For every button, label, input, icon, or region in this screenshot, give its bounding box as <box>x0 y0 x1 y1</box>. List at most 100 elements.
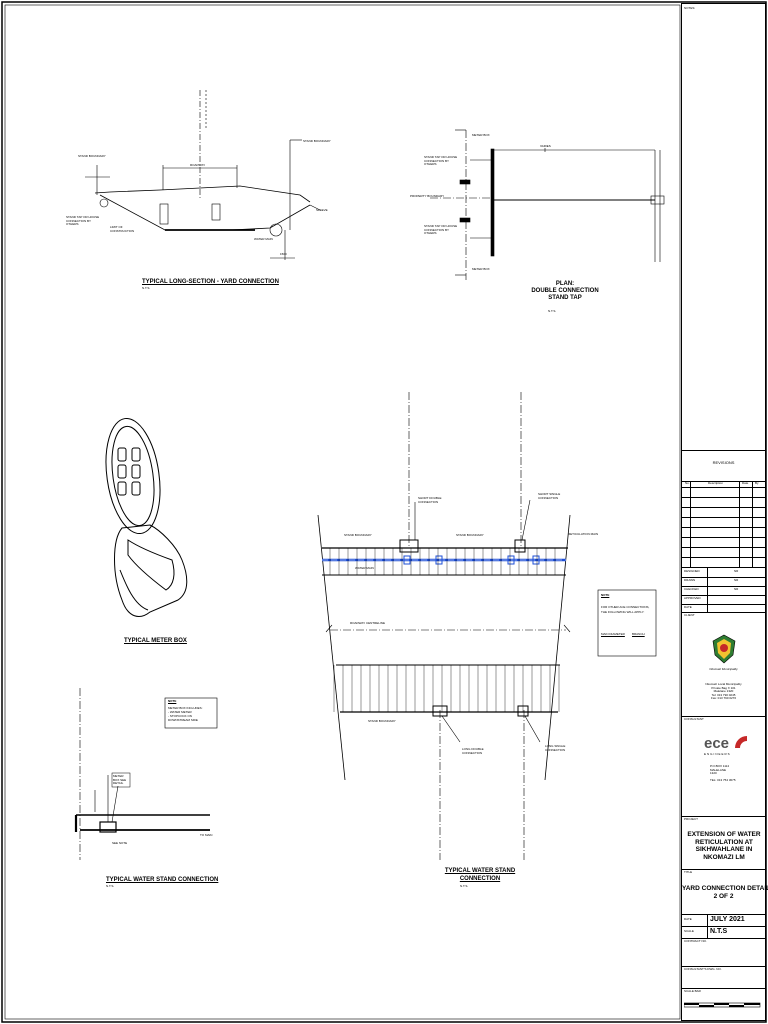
dimension-label: 1500 <box>280 252 287 256</box>
scale-note: N.T.S. <box>142 286 151 290</box>
meter-box-drawing <box>105 417 188 617</box>
water-main-label: WATER MAIN <box>254 237 273 241</box>
revisions-table: REVISIONS No. Description Date By <box>682 450 765 568</box>
address-line: Nkomazi Local Municipality <box>705 682 742 686</box>
scale-label: SCALE <box>684 929 694 933</box>
plan-title-line: DOUBLE CONNECTION <box>531 288 599 294</box>
date-label: DATE <box>684 917 692 921</box>
water-stand-title-line: TYPICAL WATER STAND <box>444 868 516 874</box>
consultant-logo-icon <box>735 736 747 748</box>
municipality-crest-icon <box>712 634 736 664</box>
scale-bar-section: SCALE BAR <box>682 988 765 1020</box>
water-stand-drawing <box>317 392 571 860</box>
road-centreline-label: ROADWAY CENTRELINE <box>350 621 385 625</box>
address-line: Fax: 013 790 0276 <box>710 696 737 700</box>
date-value: JULY 2021 <box>710 916 745 923</box>
revisions-col: Description <box>708 481 724 485</box>
address-line: TEL: 013 754 3075 <box>710 777 736 782</box>
long-single-label: LONG SINGLE CONNECTION <box>545 744 566 752</box>
title-label: TITLE <box>684 870 693 874</box>
revisions-col: Date <box>742 481 749 485</box>
see-note-label: SEE NOTE <box>112 841 128 845</box>
project-title: EXTENSION OF WATER RETICULATION AT SIKHW… <box>687 831 761 861</box>
address-line: Private Bag X 101 <box>711 685 736 690</box>
meter-box-label: METER BOX SEE DETAIL <box>113 774 127 785</box>
revisions-heading: REVISIONS <box>712 460 735 465</box>
drawing-title: YARD CONNECTION DETAILS <box>682 885 768 892</box>
scale-note: N.T.S. <box>460 884 469 888</box>
long-double-label: LONG DOUBLE CONNECTION <box>462 747 484 755</box>
reticulation-main-line <box>322 555 566 565</box>
to-main-label: TO MAIN <box>200 833 213 837</box>
reticulation-main-label: RETICULATION MAIN <box>568 532 599 536</box>
consultant-dwg-label: CONSULTANT'S DWG. NO. <box>684 967 722 971</box>
stand-boundary-hatch <box>329 548 560 712</box>
water-stand-title-line: CONNECTION <box>459 876 501 882</box>
consultant-label: CONSULTANT <box>684 717 704 721</box>
scale-note: N.T.S. <box>106 884 115 888</box>
title-block: NOTES: REVISIONS No. Description Date By… <box>681 3 768 1021</box>
stand-boundary-label: STAND BOUNDARY <box>344 533 372 537</box>
signoff-label: DATE <box>684 605 692 609</box>
stand-boundary-label: STAND BOUNDARY <box>456 533 484 537</box>
client-address: Nkomazi Local Municipality Private Bag X… <box>682 682 765 701</box>
short-double-label: SHORT DOUBLE CONNECTION <box>418 496 442 504</box>
stand-boundary-label: STAND BOUNDARY <box>368 719 396 723</box>
signoff-label: CHECKED <box>684 587 699 591</box>
note-line: METER BOX INCLUDES: <box>168 706 203 710</box>
address-line: Tel: 013 790 0245 <box>711 692 736 697</box>
consultant-address: P.O.BOX 1114 MALELANE 1320 TEL: 013 754 … <box>710 764 736 782</box>
water-stand-connection-title: TYPICAL WATER STAND CONNECTION <box>106 877 219 883</box>
consultant-logo: ece <box>704 735 730 752</box>
note-text: METER BOX INCLUDES: - WATER METER - STOP… <box>168 706 203 722</box>
consultant-section: CONSULTANT ece ENGINEERS P.O.BOX 1114 MA… <box>682 716 765 816</box>
water-stand-title: TYPICAL WATER STAND CONNECTION <box>440 867 520 883</box>
contract-label: CONTRACT NO. <box>684 939 707 943</box>
signoff-value: NR <box>734 569 739 573</box>
plan-double-connection-drawing <box>430 129 665 280</box>
address-line: P.O.BOX 1114 <box>710 764 730 768</box>
revisions-col: By <box>755 481 759 485</box>
revisions-col: No. <box>685 481 690 485</box>
address-line: 1320 <box>710 771 717 775</box>
note-line: DOWNSTREAM SIDE <box>168 718 198 722</box>
client-section: CLIENT Nkomazi Municipality Nkomazi Loca… <box>682 612 765 716</box>
water-main-label: WATER MAIN <box>355 566 374 570</box>
meter-box-label: METER BOX <box>472 133 490 137</box>
note-box-left <box>164 697 218 729</box>
meter-box-title: TYPICAL METER BOX <box>124 638 187 644</box>
stand-tap-label: STAND TAP OR HOUSE CONNECTION BY OTHERS <box>66 215 100 226</box>
note-line: FOR OTHER ACE CONNECTIONS, <box>601 605 650 609</box>
note-heading: NOTE <box>168 699 177 703</box>
note-heading: NOTE <box>601 593 610 597</box>
signoff-label: APPROVED <box>684 596 701 600</box>
roadway-label: ROADWAY <box>190 163 206 167</box>
client-caption: Nkomazi Municipality <box>709 667 738 671</box>
note-left: MAIN DIAMETER <box>601 632 625 636</box>
varies-label: VARIES <box>540 144 551 148</box>
stand-tap-label: STAND TAP OR HOUSE CONNECTION BY OTHERS <box>424 155 458 166</box>
note-line: - WATER METER <box>168 710 192 714</box>
water-stand-connection-drawing <box>74 688 210 860</box>
short-single-label: SHORT SINGLE CONNECTION <box>538 492 561 500</box>
drawing-title-section: TITLE YARD CONNECTION DETAILS 2 OF 2 <box>682 869 768 914</box>
notes-label: NOTES: <box>684 6 696 10</box>
sleeve-label: SLEEVE <box>316 208 328 212</box>
meter-box-label: METER BOX <box>472 267 490 271</box>
note-line: THE FOLLOWING WILL APPLY: <box>601 610 645 614</box>
signoff-value: NR <box>734 587 739 591</box>
project-label: PROJECT <box>684 817 699 821</box>
signoff-label: DRAWN <box>684 578 696 582</box>
contract-section: CONTRACT NO. <box>682 938 765 966</box>
stand-boundary-label: STAND BOUNDARY <box>303 139 331 143</box>
project-section: PROJECT EXTENSION OF WATER RETICULATION … <box>682 816 765 869</box>
stand-tap-label: STAND TAP OR HOUSE CONNECTION BY OTHERS <box>424 224 458 235</box>
plan-title: PLAN: DOUBLE CONNECTION STAND TAP <box>520 281 610 302</box>
signoff-table: DESIGNED NR DRAWN NR CHECKED NR APPROVED… <box>682 567 765 613</box>
stand-boundary-label: STAND BOUNDARY <box>78 154 106 158</box>
consultant-sub: ENGINEERS <box>704 752 731 756</box>
note-box-right <box>597 589 657 657</box>
signoff-label: DESIGNED <box>684 569 700 573</box>
